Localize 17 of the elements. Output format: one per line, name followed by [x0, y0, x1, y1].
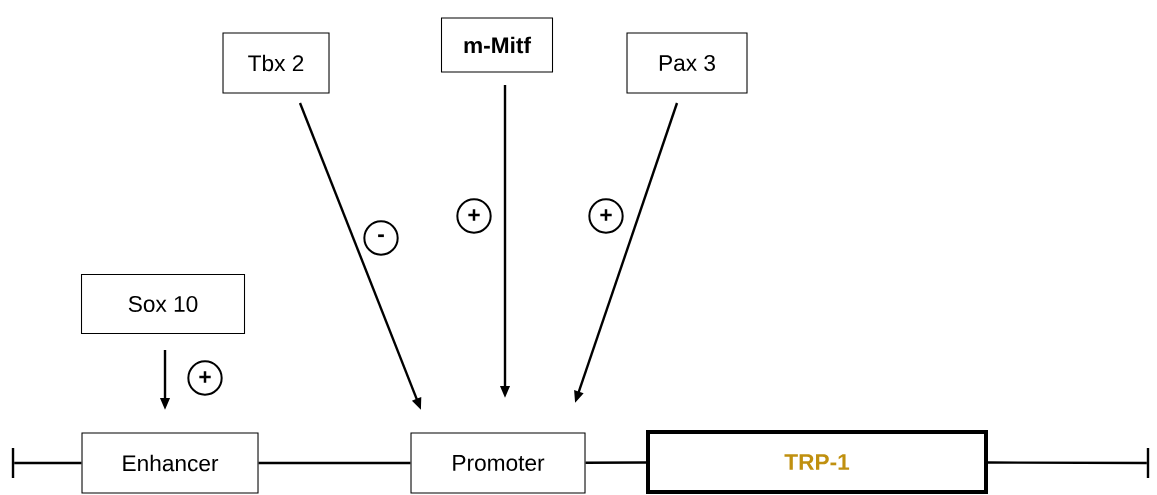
- circled-sign: +: [456, 198, 492, 234]
- gene-box: Pax 3: [626, 32, 748, 94]
- dna-line: [988, 461, 1147, 465]
- gene-box: Promoter: [410, 432, 586, 494]
- bar-end: [1146, 446, 1150, 480]
- dna-line: [585, 461, 646, 464]
- circled-sign: -: [363, 220, 399, 256]
- dna-line: [258, 461, 411, 465]
- dna-line: [14, 461, 82, 465]
- gene-box: Sox 10: [80, 273, 246, 335]
- circled-sign: +: [588, 198, 624, 234]
- gene-box: m-Mitf: [440, 17, 554, 73]
- gene-box: TRP-1: [646, 430, 988, 494]
- bar-end: [11, 446, 15, 480]
- gene-box: Tbx 2: [222, 32, 330, 94]
- gene-box: Enhancer: [81, 432, 259, 494]
- circled-sign: +: [187, 360, 223, 396]
